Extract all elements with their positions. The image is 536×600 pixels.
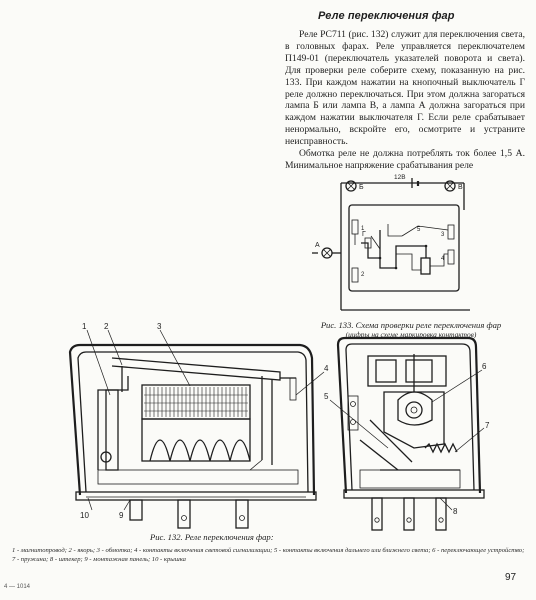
- figure-132-legend: 1 - магнитопровод; 2 - якорь; 3 - обмотк…: [12, 547, 525, 563]
- caption-133-subtitle: (цифры на схеме маркировка контактов): [345, 330, 477, 339]
- callout-5: 5: [324, 392, 329, 401]
- section-heading: Реле переключения фар: [318, 10, 455, 22]
- callout-9: 9: [119, 511, 124, 520]
- callout-10: 10: [80, 511, 89, 520]
- relay-front-view: [336, 336, 485, 531]
- label-voltage: 12В: [394, 174, 406, 181]
- body-text: Реле РС711 (рис. 132) служит для переклю…: [285, 29, 525, 172]
- label-lamp-a: А: [315, 242, 320, 249]
- circuit-wiring: [312, 178, 470, 311]
- label-switch-g: Г: [362, 231, 366, 238]
- label-contact-1: 1: [361, 226, 365, 232]
- figure-132-caption: Рис. 132. Реле переключения фар:: [150, 532, 274, 542]
- figure-133-caption: Рис. 133. Схема проверки реле переключен…: [298, 320, 524, 340]
- callout-numbers: 1 2 3 4 5 6 7 8 9 10: [80, 322, 490, 520]
- label-contact-5: 5: [417, 227, 421, 233]
- relay-side-view: [68, 343, 317, 529]
- page-number: 97: [505, 572, 517, 583]
- callout-3: 3: [157, 322, 162, 331]
- callout-6: 6: [482, 362, 487, 371]
- label-lamp-b: Б: [359, 184, 364, 191]
- callout-leaders: [86, 329, 485, 511]
- footer-signature: 4 — 1014: [4, 584, 31, 590]
- paragraph-2: Обмотка реле не должна потреблять ток бо…: [285, 148, 525, 171]
- circuit-labels: Б В А Г 12В 1 2 3 4 5: [315, 174, 463, 278]
- callout-8: 8: [453, 507, 458, 516]
- label-contact-2: 2: [361, 272, 365, 278]
- label-contact-3: 3: [441, 232, 445, 238]
- callout-2: 2: [104, 322, 109, 331]
- callout-4: 4: [324, 364, 329, 373]
- caption-133-title: Рис. 133. Схема проверки реле переключен…: [320, 320, 502, 330]
- callout-7: 7: [485, 421, 490, 430]
- callout-1: 1: [82, 322, 87, 331]
- label-contact-4: 4: [441, 256, 445, 262]
- label-lamp-v: В: [458, 184, 463, 191]
- paragraph-1: Реле РС711 (рис. 132) служит для переклю…: [285, 29, 525, 148]
